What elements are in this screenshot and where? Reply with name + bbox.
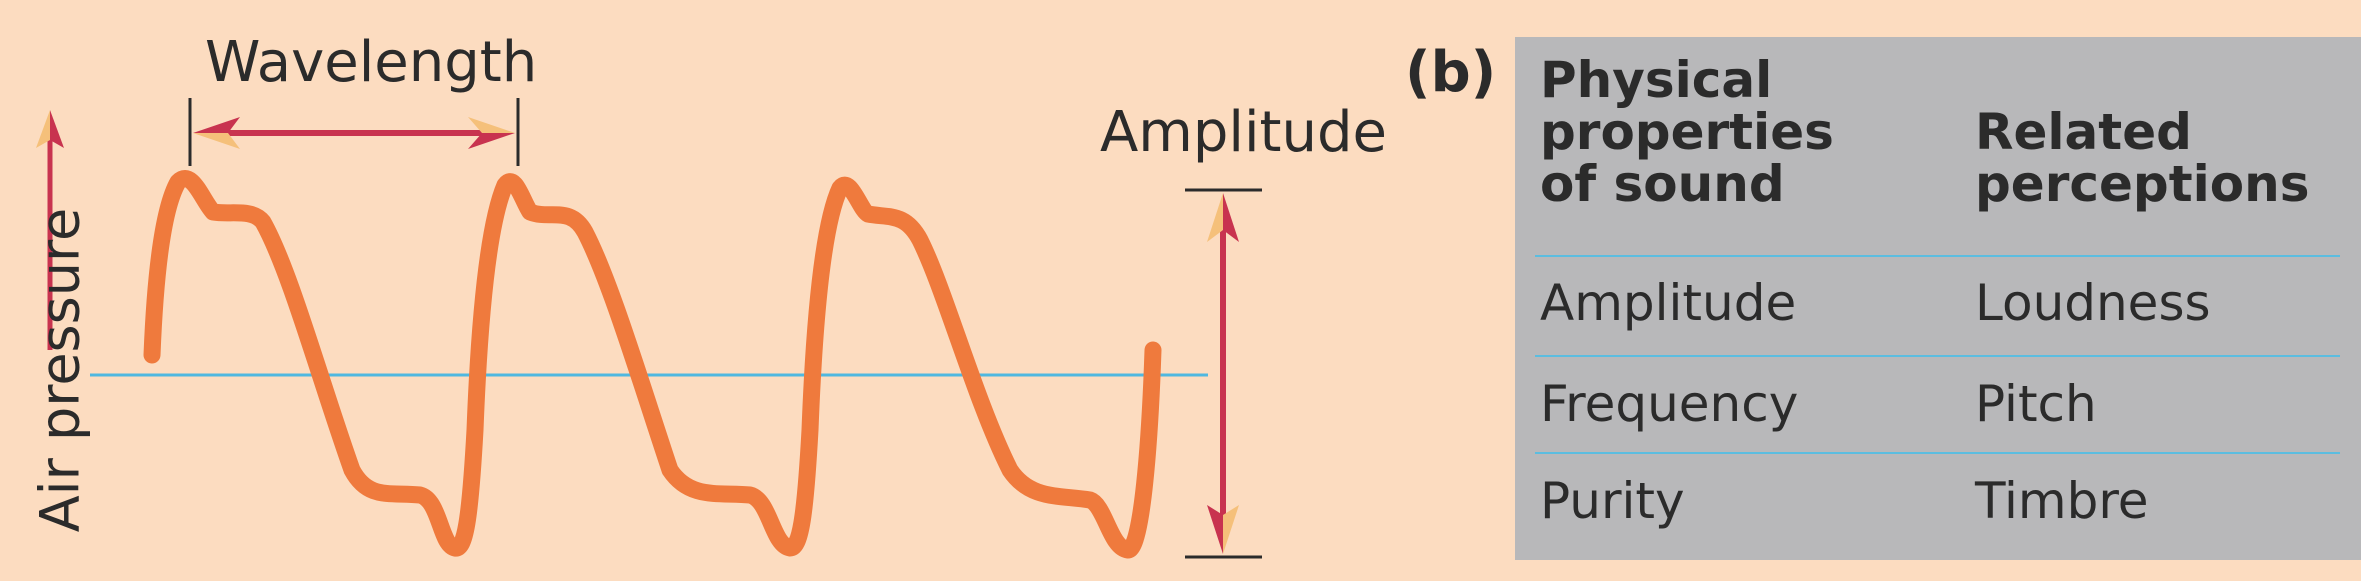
header-physical-properties: Physical properties of sound	[1540, 54, 1834, 210]
amplitude-label: Amplitude	[1100, 100, 1387, 165]
header-line: perceptions	[1975, 155, 2310, 213]
table-cell: Pitch	[1975, 375, 2097, 433]
wavelength-arrow-head-right-top	[468, 117, 515, 133]
table-cell: Frequency	[1540, 375, 1799, 433]
header-related-perceptions: Related perceptions	[1975, 106, 2309, 210]
table-cell: Loudness	[1975, 274, 2211, 332]
wavelength-label: Wavelength	[205, 30, 538, 95]
amplitude-arrow-head-bottom-right	[1223, 505, 1239, 554]
air-pressure-arrow-head-right	[50, 110, 64, 148]
wavelength-arrow-head-right-bottom	[468, 133, 515, 149]
properties-table: Physical properties of sound Related per…	[1515, 37, 2361, 560]
table-rule	[1535, 355, 2340, 357]
wavelength-arrow-head-left-bottom	[193, 133, 240, 149]
header-line: Related	[1975, 103, 2192, 161]
air-pressure-arrow-head-left	[36, 110, 50, 148]
amplitude-arrow-head-top-right	[1223, 193, 1239, 242]
wavelength-arrow-head-left-top	[193, 117, 240, 133]
table-cell: Purity	[1540, 472, 1685, 530]
part-b-label: (b)	[1405, 40, 1497, 105]
amplitude-arrow-head-top-left	[1207, 193, 1223, 242]
table-cell: Amplitude	[1540, 274, 1797, 332]
table-cell: Timbre	[1975, 472, 2149, 530]
air-pressure-label: Air pressure	[28, 207, 92, 533]
header-line: Physical	[1540, 51, 1773, 109]
header-line: properties	[1540, 103, 1834, 161]
table-rule	[1535, 255, 2340, 257]
waveform-diagram: Wavelength Amplitude Air pressure	[28, 30, 1387, 559]
amplitude-arrow-head-bottom-left	[1207, 505, 1223, 554]
table-rule	[1535, 452, 2340, 454]
waveform-svg	[36, 98, 1262, 559]
sound-wave	[143, 170, 1162, 559]
header-line: of sound	[1540, 155, 1785, 213]
